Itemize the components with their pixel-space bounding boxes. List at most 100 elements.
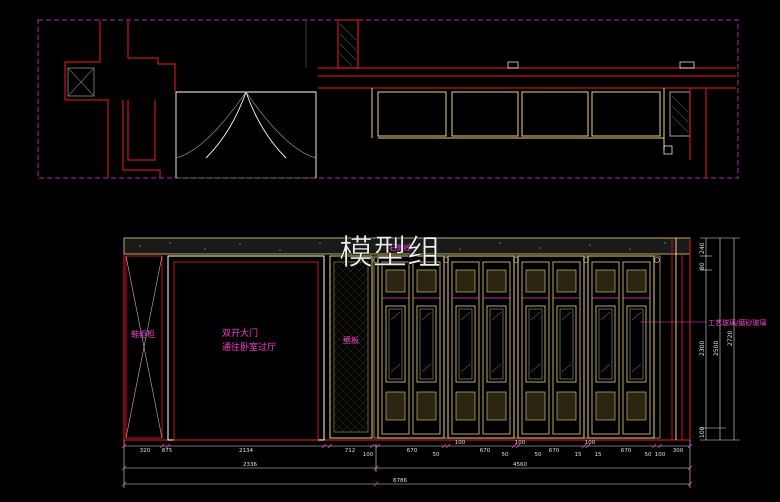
- door-glass-panel: [595, 305, 616, 383]
- dim-vertical-100: 100: [699, 426, 706, 438]
- glass-note-label: 工艺玻璃/磨砂玻璃: [708, 318, 766, 327]
- plan-double-door: [175, 91, 317, 179]
- quilt-line: [134, 262, 304, 432]
- pilaster: [653, 255, 661, 439]
- dim-2134: 2134: [239, 448, 253, 454]
- glass-reflection: [561, 363, 572, 373]
- quilt-line: [38, 262, 208, 432]
- glass-reflection: [421, 311, 432, 321]
- quilt-line: [46, 262, 216, 432]
- right-dimension-text: 240 80 2300 2500 2720 100: [699, 242, 734, 438]
- quilt-line: [566, 262, 736, 432]
- door-glass-panel: [525, 305, 546, 383]
- plan-boundary: [37, 19, 739, 179]
- wardrobe-door: [451, 261, 480, 435]
- dim-overall-right: 4560: [513, 462, 527, 468]
- plan-right-wall: [669, 88, 707, 178]
- pilaster: [373, 255, 379, 439]
- quilt-line: [0, 262, 144, 432]
- door-glass-inner: [559, 308, 574, 380]
- dim-tick: [687, 481, 693, 487]
- glass-reflection: [561, 311, 572, 321]
- rosette-ornament: [583, 257, 589, 263]
- quilt-line: [334, 373, 368, 409]
- quilt-line: [54, 262, 224, 432]
- dim-tick: [375, 443, 381, 449]
- quilt-line: [334, 381, 368, 417]
- door-bottom-panel: [455, 391, 476, 421]
- quilt-line: [334, 373, 368, 409]
- right-edge-trim: [671, 238, 683, 440]
- dim-50-d: 50: [645, 452, 652, 458]
- door-glass-panel: [626, 305, 647, 383]
- door-label-line1: 双开大门: [222, 327, 258, 339]
- plan-view: [37, 19, 739, 179]
- quilt-line: [334, 269, 368, 305]
- pilaster: [583, 255, 589, 439]
- door-top-panel: [486, 269, 507, 293]
- dim-tick: [165, 443, 171, 449]
- door-glass-panel: [416, 305, 437, 383]
- dim-712: 712: [345, 448, 356, 454]
- quilt-line: [334, 381, 368, 417]
- door-top-panel: [416, 269, 437, 293]
- quilt-line: [14, 262, 184, 432]
- dim-670-d: 670: [621, 448, 632, 454]
- dim-100-a: 100: [363, 452, 374, 458]
- door-label-line2: 通往卧室过厅: [222, 341, 276, 353]
- dim-320: 320: [140, 448, 151, 454]
- door-glass-panel: [455, 305, 476, 383]
- quilt-line: [334, 301, 368, 337]
- dim-tick: [511, 443, 517, 449]
- dim-tick: [657, 443, 663, 449]
- quilt-line: [334, 277, 368, 313]
- bottom-dimension-lines: [123, 440, 691, 488]
- dim-overall-left: 2336: [243, 462, 257, 468]
- quilt-line: [334, 325, 368, 361]
- dim-300: 300: [673, 448, 684, 454]
- wardrobe-door: [521, 261, 550, 435]
- quilt-line: [334, 397, 368, 432]
- dim-50-b: 50: [502, 452, 509, 458]
- wardrobe-door-group: [373, 255, 661, 439]
- quilt-line: [334, 262, 368, 297]
- door-bottom-panel: [385, 391, 406, 421]
- dim-15-b: 15: [595, 452, 602, 458]
- wardrobe-door: [412, 261, 441, 435]
- rosette-ornament: [443, 257, 449, 263]
- cornice-texture: [139, 242, 666, 251]
- door-glass-inner: [388, 308, 403, 380]
- plan-left-wall: [64, 20, 176, 178]
- glass-reflection: [491, 311, 502, 321]
- double-door-frame: [167, 255, 325, 441]
- door-top-panel: [626, 269, 647, 293]
- quilt-line: [334, 397, 368, 432]
- rosette-ornament: [513, 257, 519, 263]
- door-top-panel: [525, 269, 546, 293]
- door-glass-inner: [598, 308, 613, 380]
- quilt-line: [0, 262, 160, 432]
- rosette-ornament: [373, 257, 379, 263]
- dim-tick: [121, 481, 127, 487]
- dim-tick: [687, 443, 693, 449]
- glass-reflection: [631, 363, 642, 373]
- dim-670-a: 670: [407, 448, 418, 454]
- dim-875: 875: [162, 448, 173, 454]
- glass-reflection: [390, 311, 401, 321]
- plan-small-marks: [507, 61, 695, 155]
- bottom-dimension-ticks: [121, 443, 693, 487]
- door-top-panel: [455, 269, 476, 293]
- door-glass-inner: [528, 308, 543, 380]
- pilaster: [443, 255, 449, 439]
- rosette-ornament: [654, 257, 660, 263]
- quilt-line: [334, 285, 368, 321]
- watermark-text: 模型组: [339, 233, 441, 273]
- dim-tick: [373, 481, 379, 487]
- elevation-wall-outline: [123, 238, 691, 441]
- dim-tick: [373, 465, 379, 471]
- glass-reflection: [460, 311, 471, 321]
- door-glass-inner: [629, 308, 644, 380]
- quilt-line: [0, 262, 136, 432]
- wardrobe-door: [552, 261, 581, 435]
